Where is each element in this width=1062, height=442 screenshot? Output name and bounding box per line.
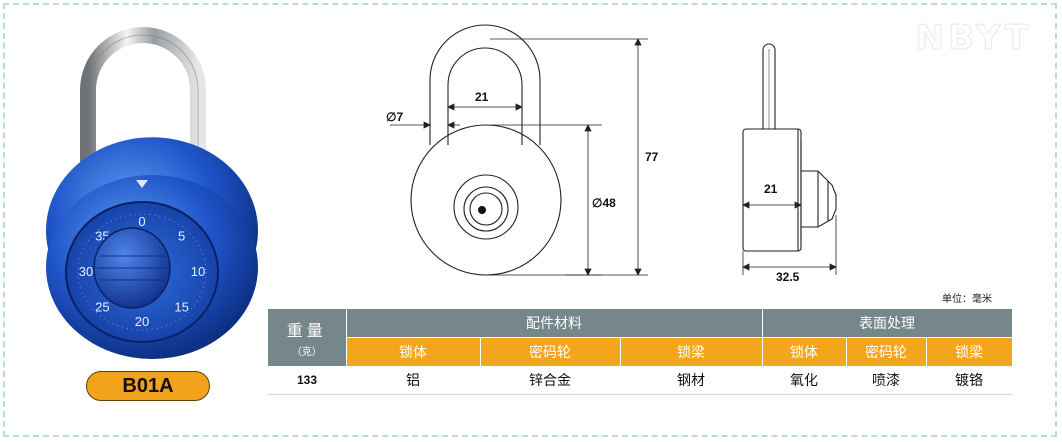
combo-wheel-material: 锌合金 (480, 366, 620, 395)
lock-body-material: 铝 (346, 366, 480, 395)
dial-number: 0 (138, 214, 145, 229)
shackle-finish: 镀铬 (926, 366, 1012, 395)
dimension-drawing: 21 ∅7 77 ∅48 (386, 24, 659, 276)
brand-watermark: NBYT (915, 18, 1032, 59)
weight-unit: （克） (291, 347, 322, 358)
lock-body-finish: 氧化 (762, 366, 846, 395)
parts-material-header: 配件材料 (346, 309, 763, 338)
weight-label: 重量 (286, 321, 327, 340)
unit-label: 单位：毫米 (942, 294, 992, 305)
combo-wheel-finish: 喷漆 (846, 366, 926, 395)
dim-shackle-diameter: ∅7 (386, 110, 403, 124)
dim-body-thickness: 21 (764, 182, 778, 196)
page-frame (3, 3, 1057, 437)
dim-shackle-width: 21 (475, 90, 489, 104)
spec-table: 重量 （克） 配件材料 表面处理 锁体 密码轮 锁梁 锁体 密码轮 锁梁 133… (268, 309, 1013, 395)
col-combo-wheel: 密码轮 (480, 337, 621, 366)
col-shackle: 锁梁 (620, 337, 763, 366)
col-lock-body: 锁体 (346, 337, 481, 366)
surface-treatment-header: 表面处理 (762, 309, 1013, 338)
dial-number: 30 (79, 264, 93, 279)
col-surface-combo-wheel: 密码轮 (846, 337, 927, 366)
col-surface-shackle: 锁梁 (926, 337, 1013, 366)
table-row: 133 铝 锌合金 钢材 氧化 喷漆 镀铬 (268, 366, 1012, 395)
dim-overall-height: 77 (645, 150, 659, 164)
side-view-drawing: 21 32.5 (742, 43, 837, 284)
dial-number: 10 (191, 264, 205, 279)
dial-number: 5 (178, 229, 185, 244)
dial-number: 25 (95, 299, 109, 314)
model-badge: B01A (86, 371, 210, 401)
dial-number: 20 (135, 314, 149, 329)
dial-number: 15 (174, 299, 188, 314)
dim-overall-depth: 32.5 (776, 270, 800, 284)
weight-value: 133 (268, 366, 346, 395)
weight-header: 重量 （克） (268, 309, 347, 366)
dim-body-diameter: ∅48 (592, 196, 616, 210)
col-surface-lock-body: 锁体 (762, 337, 847, 366)
shackle-material: 钢材 (620, 366, 762, 395)
